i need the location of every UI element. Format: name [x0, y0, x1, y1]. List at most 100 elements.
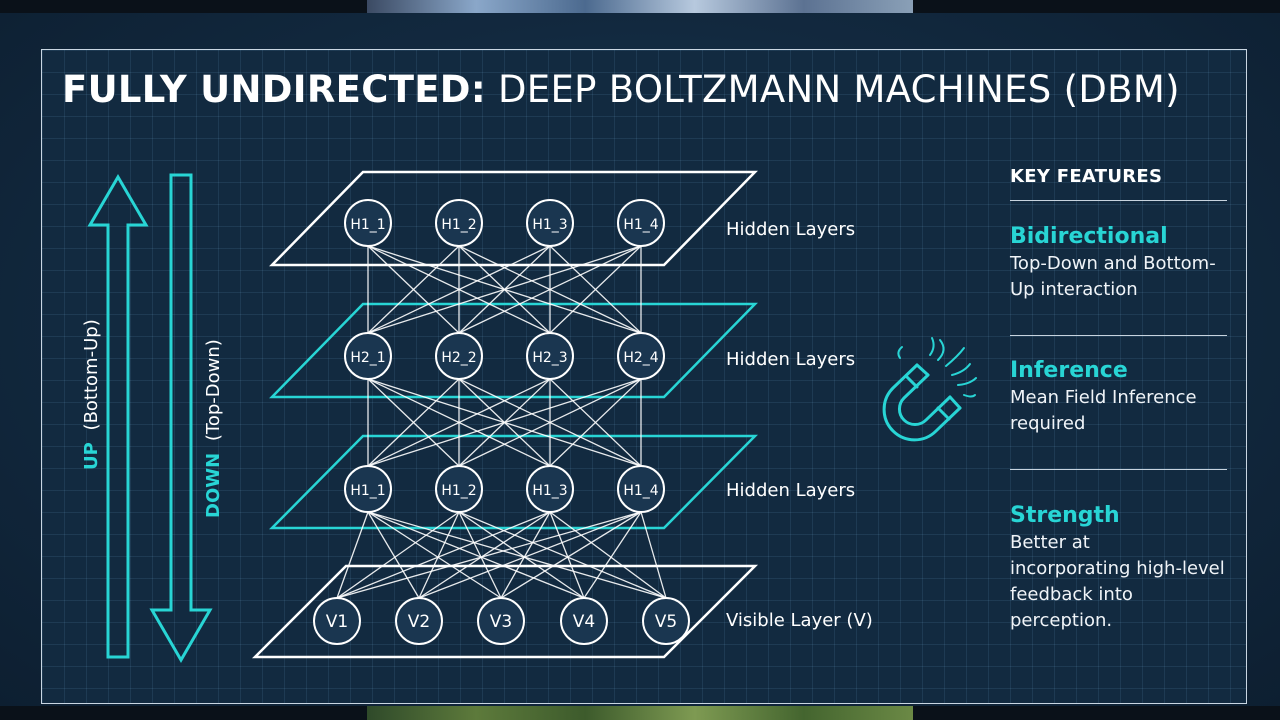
node-label: V1: [326, 612, 348, 632]
slide-title: FULLY UNDIRECTED: DEEP BOLTZMANN MACHINE…: [62, 68, 1180, 111]
connection-edge: [458, 511, 667, 599]
connection-edge: [367, 378, 551, 467]
layer-label: Hidden Layers: [726, 219, 855, 240]
node-label: H1_2: [441, 217, 476, 233]
feature-inference: Inference Mean Field Inference required: [1010, 358, 1235, 437]
title-bold: FULLY UNDIRECTED:: [62, 68, 486, 111]
node-label: H1_3: [532, 217, 567, 233]
layer-plane-0: [269, 170, 758, 267]
connection-edge: [367, 245, 642, 334]
down-rest: (Top-Down): [203, 339, 224, 441]
connection-edge: [336, 511, 642, 599]
connection-edge: [367, 511, 667, 599]
node-label: V3: [490, 612, 512, 632]
connection-edge: [336, 511, 460, 599]
node-h2_1: H2_1: [344, 332, 392, 380]
connection-edge: [458, 245, 642, 334]
node-label: H1_1: [350, 217, 385, 233]
up-arrow: [87, 174, 149, 659]
connection-edge: [367, 511, 585, 599]
divider: [1010, 200, 1227, 201]
connection-edge: [549, 511, 667, 599]
node-label: H2_3: [532, 350, 567, 366]
title-light: DEEP BOLTZMANN MACHINES (DBM): [497, 68, 1180, 111]
connection-edge: [458, 378, 642, 467]
node-h1_3: H1_3: [526, 465, 574, 513]
node-h1_4: H1_4: [617, 199, 665, 247]
connection-edge: [458, 511, 585, 599]
top-image-strip: [367, 0, 913, 13]
node-h1_4: H1_4: [617, 465, 665, 513]
feature-title: Bidirectional: [1010, 224, 1168, 249]
node-label: V4: [573, 612, 595, 632]
node-label: H2_2: [441, 350, 476, 366]
layer-plane-3: [251, 564, 759, 659]
connection-edge: [367, 511, 502, 599]
node-v3: V3: [477, 597, 525, 645]
divider: [1010, 469, 1227, 470]
connection-edge: [367, 245, 460, 334]
node-v1: V1: [313, 597, 361, 645]
bottom-image-strip: [367, 706, 913, 720]
down-bold: DOWN: [203, 453, 224, 518]
layer-plane-1: [269, 302, 758, 399]
node-h2_3: H2_3: [526, 332, 574, 380]
node-v4: V4: [560, 597, 608, 645]
node-label: H1_3: [532, 483, 567, 499]
node-label: V5: [655, 612, 677, 632]
down-arrow-label: DOWN (Top-Down): [203, 339, 224, 518]
connection-edge: [367, 245, 551, 334]
node-label: H2_4: [623, 350, 658, 366]
key-features-title: KEY FEATURES: [1010, 166, 1163, 187]
node-v2: V2: [395, 597, 443, 645]
connection-edge: [458, 511, 502, 599]
connection-edge: [367, 378, 642, 467]
feature-title: Inference: [1010, 358, 1128, 383]
feature-title: Strength: [1010, 503, 1120, 528]
node-h1_2: H1_2: [435, 465, 483, 513]
connection-edge: [549, 245, 642, 334]
node-h2_2: H2_2: [435, 332, 483, 380]
layer-label: Hidden Layers: [726, 480, 855, 501]
connection-edge: [583, 511, 642, 599]
feature-desc: Better at incorporating high-level feedb…: [1010, 532, 1225, 631]
up-bold: UP: [81, 442, 102, 470]
node-h1_3: H1_3: [526, 199, 574, 247]
node-label: H1_2: [441, 483, 476, 499]
node-h1_1: H1_1: [344, 199, 392, 247]
up-rest: (Bottom-Up): [81, 319, 102, 430]
feature-bidirectional: Bidirectional Top-Down and Bottom- Up in…: [1010, 224, 1235, 303]
feature-desc: Mean Field Inference required: [1010, 387, 1197, 434]
layer-label: Visible Layer (V): [726, 610, 873, 631]
connection-edge: [367, 378, 460, 467]
connection-edge: [418, 511, 460, 599]
connection-edge: [500, 511, 551, 599]
divider: [1010, 335, 1227, 336]
node-v5: V5: [642, 597, 690, 645]
feature-strength: Strength Better at incorporating high-le…: [1010, 503, 1235, 634]
connection-edge: [549, 511, 585, 599]
connection-edge: [500, 511, 642, 599]
connection-edge: [549, 378, 642, 467]
connection-edge: [367, 511, 420, 599]
node-h2_4: H2_4: [617, 332, 665, 380]
node-label: H1_4: [623, 483, 658, 499]
key-features-heading: KEY FEATURES: [1010, 166, 1230, 187]
magnet-icon: [882, 337, 977, 442]
down-arrow: [149, 173, 213, 663]
node-label: V2: [408, 612, 430, 632]
node-h1_1: H1_1: [344, 465, 392, 513]
connection-edge: [336, 511, 551, 599]
node-label: H2_1: [350, 350, 385, 366]
layer-plane-2: [269, 434, 758, 530]
node-label: H1_1: [350, 483, 385, 499]
connection-edge: [640, 511, 667, 599]
up-arrow-label: UP (Bottom-Up): [81, 319, 102, 470]
layer-label: Hidden Layers: [726, 349, 855, 370]
connection-edge: [418, 511, 551, 599]
feature-desc: Top-Down and Bottom- Up interaction: [1010, 253, 1216, 300]
connection-edge: [336, 511, 369, 599]
connection-edge: [418, 511, 642, 599]
node-h1_2: H1_2: [435, 199, 483, 247]
